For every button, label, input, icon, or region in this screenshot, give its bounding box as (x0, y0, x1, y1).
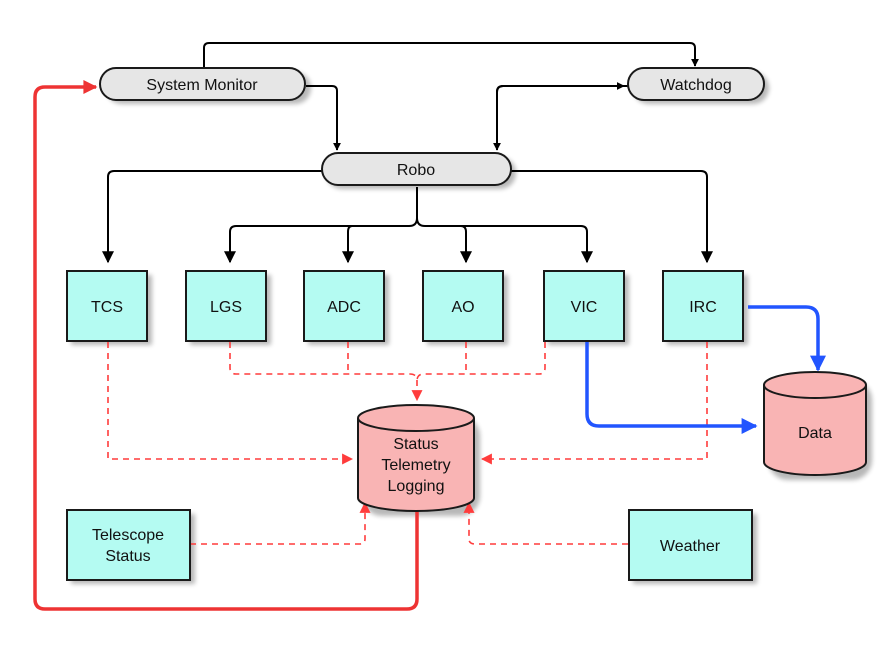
node-watchdog[interactable]: Watchdog (627, 67, 765, 101)
vic-label: VIC (571, 299, 598, 316)
arrow-vic-data (585, 342, 758, 434)
status-db-label-line1: Status (393, 436, 438, 453)
data-arrows (585, 305, 826, 434)
robo-trunk-right (416, 217, 426, 227)
telescope-status-label-line2: Status (105, 548, 150, 565)
lgs-label: LGS (210, 299, 242, 316)
arrow-sysmon-robo (306, 85, 341, 151)
arrow-irc-data (748, 305, 826, 372)
node-system-monitor[interactable]: System Monitor (99, 67, 306, 101)
status-tcs (107, 342, 354, 465)
status-db-label-line3: Logging (388, 478, 445, 495)
node-weather[interactable]: Weather (628, 509, 753, 581)
node-lgs[interactable]: LGS (185, 270, 267, 342)
arrow-robo-irc (508, 170, 713, 264)
node-adc[interactable]: ADC (303, 270, 385, 342)
node-tcs[interactable]: TCS (66, 270, 148, 342)
arrow-robo-lgs (224, 225, 409, 264)
irc-label: IRC (689, 299, 717, 316)
arrow-logging-to-sysmon (33, 80, 419, 611)
status-telescope (190, 501, 371, 545)
arrow-robo-watchdog (496, 82, 625, 93)
status-irc (480, 342, 708, 465)
arrow-robo-adc (342, 225, 354, 264)
watchdog-label: Watchdog (660, 77, 731, 94)
node-telescope-status[interactable]: Telescope Status (66, 509, 191, 581)
status-vic (416, 342, 546, 382)
node-status-telemetry-logging[interactable]: Status Telemetry Logging (357, 404, 475, 512)
robo-trunk (408, 187, 418, 227)
arrow-robo-vic (461, 225, 593, 264)
status-lines (107, 342, 708, 545)
arrow-robo-tcs (102, 170, 324, 264)
node-data[interactable]: Data (763, 371, 867, 476)
tcs-label: TCS (91, 299, 123, 316)
arrow-top-to-watchdog (203, 42, 699, 72)
telescope-status-label-line1: Telescope (92, 527, 164, 544)
node-ao[interactable]: AO (422, 270, 504, 342)
node-irc[interactable]: IRC (662, 270, 744, 342)
status-lgs (229, 342, 423, 402)
control-arrows (102, 42, 713, 264)
system-monitor-label: System Monitor (146, 77, 258, 94)
robo-label: Robo (397, 162, 435, 179)
adc-label: ADC (327, 299, 361, 316)
node-vic[interactable]: VIC (543, 270, 625, 342)
node-robo[interactable]: Robo (321, 152, 512, 186)
data-label: Data (798, 425, 832, 442)
arrow-watchdog-robo (493, 85, 628, 151)
arrow-robo-ao (425, 225, 472, 264)
status-db-label-line2: Telemetry (381, 457, 450, 474)
weather-label: Weather (660, 538, 721, 555)
ao-label: AO (451, 299, 474, 316)
status-weather (463, 501, 628, 545)
